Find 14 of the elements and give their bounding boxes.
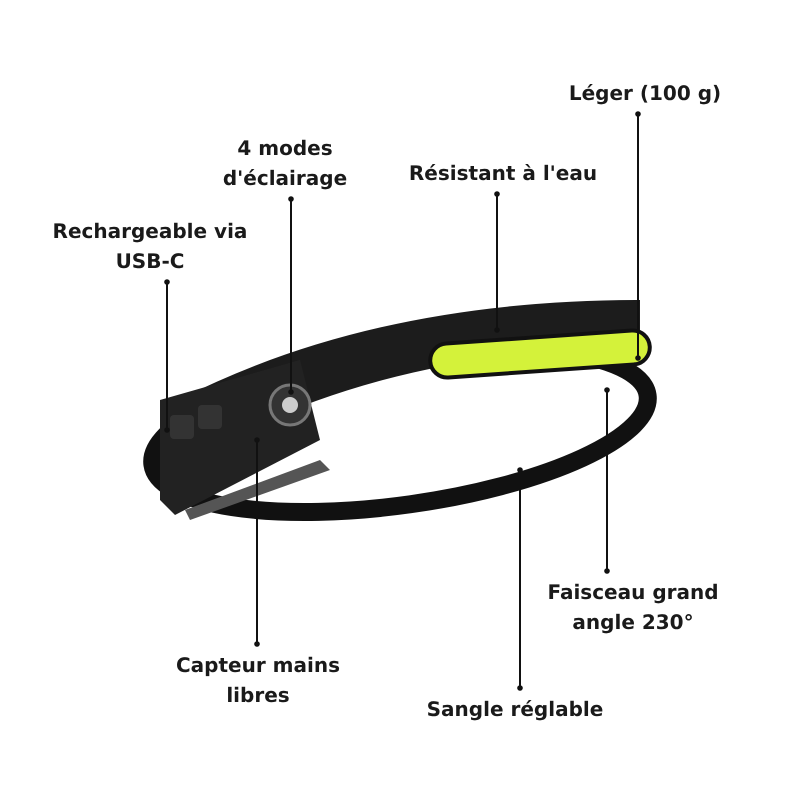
leader-line	[494, 191, 500, 333]
leader-line	[164, 279, 170, 433]
feature-label: Résistant à l'eau	[383, 158, 623, 188]
feature-label: Capteur mains libres	[168, 650, 348, 710]
leader-line	[254, 437, 260, 647]
leader-line	[517, 467, 523, 691]
feature-label: Léger (100 g)	[545, 78, 745, 108]
feature-label: Rechargeable via USB-C	[40, 216, 260, 276]
leader-line	[635, 111, 641, 361]
feature-label: Sangle réglable	[395, 694, 635, 724]
leader-line	[604, 387, 610, 574]
leader-line	[288, 196, 294, 395]
feature-label: 4 modes d'éclairage	[185, 133, 385, 193]
feature-label: Faisceau grand angle 230°	[543, 577, 723, 637]
